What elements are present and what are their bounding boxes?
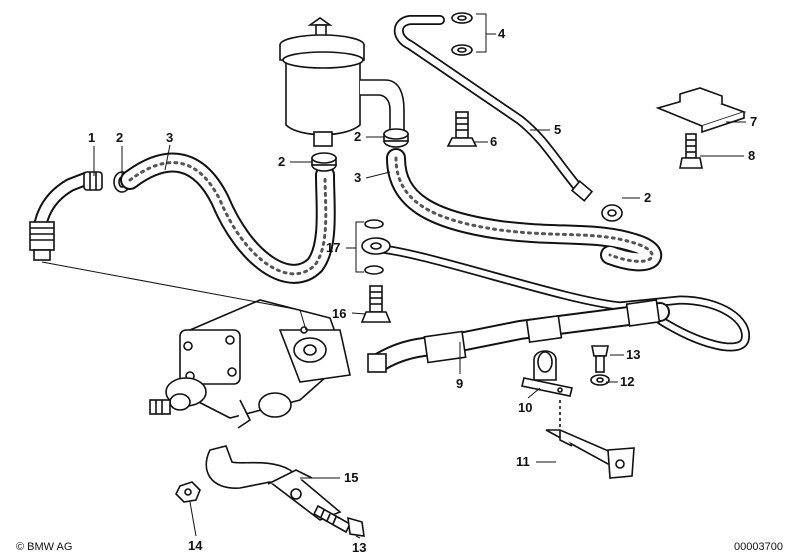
- hose-clamp-part-2-right: [601, 204, 623, 222]
- callout-part-11: 11: [516, 454, 530, 469]
- hose-clamp-part-2-upper: [383, 128, 409, 148]
- callout-part-16: 16: [332, 306, 346, 321]
- copyright-notice: © BMW AG: [16, 541, 73, 553]
- callout-part-2-right: 2: [644, 190, 651, 205]
- callout-part-2-center: 2: [278, 154, 285, 169]
- hose-part-3-left: [120, 152, 336, 284]
- callout-part-17: 17: [326, 240, 340, 255]
- connection-leader-line: [41, 261, 307, 331]
- hose-part-3-right: [386, 148, 663, 272]
- callout-part-7: 7: [750, 114, 757, 129]
- callout-part-5: 5: [554, 122, 561, 137]
- callout-part-9: 9: [456, 376, 463, 391]
- return-pipe-part-5: [393, 15, 594, 202]
- washer-part-12: [590, 374, 610, 386]
- leader-lines: [93, 13, 746, 539]
- banjo-bolt-part-6: [446, 111, 478, 147]
- washers-part-4: [451, 12, 473, 56]
- callout-part-2-upper: 2: [354, 129, 361, 144]
- callout-part-10: 10: [518, 400, 532, 415]
- callout-part-12: 12: [620, 374, 634, 389]
- washers-part-17: [361, 219, 391, 275]
- hose-fitting-part-1: [29, 171, 103, 261]
- callout-part-8: 8: [748, 148, 755, 163]
- banjo-bolt-part-16: [360, 285, 392, 323]
- callout-part-15: 15: [344, 470, 358, 485]
- callout-part-3-left: 3: [166, 130, 173, 145]
- callout-part-14: 14: [188, 538, 203, 553]
- bolt-part-8: [679, 133, 703, 169]
- rubber-mount-part-10: [521, 350, 573, 397]
- holder-part-7: [655, 87, 747, 134]
- pressure-pipe: [367, 243, 750, 352]
- hose-clamp-part-2-center: [311, 152, 337, 172]
- callout-part-2-left: 2: [116, 130, 123, 145]
- callout-part-6: 6: [490, 134, 497, 149]
- bolt-part-13-upper: [591, 345, 609, 373]
- callout-part-1: 1: [88, 130, 95, 145]
- nut-part-14: [175, 481, 201, 503]
- fluid-reservoir: [279, 17, 405, 147]
- bracket-part-11: [545, 400, 635, 479]
- document-number: 00003700: [734, 541, 783, 553]
- pressure-hose-part-9: [367, 299, 670, 373]
- callout-part-13-upper: 13: [626, 347, 640, 362]
- steering-gear-box: [149, 299, 351, 429]
- callout-part-13-lower: 13: [352, 540, 366, 555]
- callout-part-3-right: 3: [354, 170, 361, 185]
- bolt-part-13-lower: [312, 504, 365, 537]
- callout-part-4: 4: [498, 26, 506, 41]
